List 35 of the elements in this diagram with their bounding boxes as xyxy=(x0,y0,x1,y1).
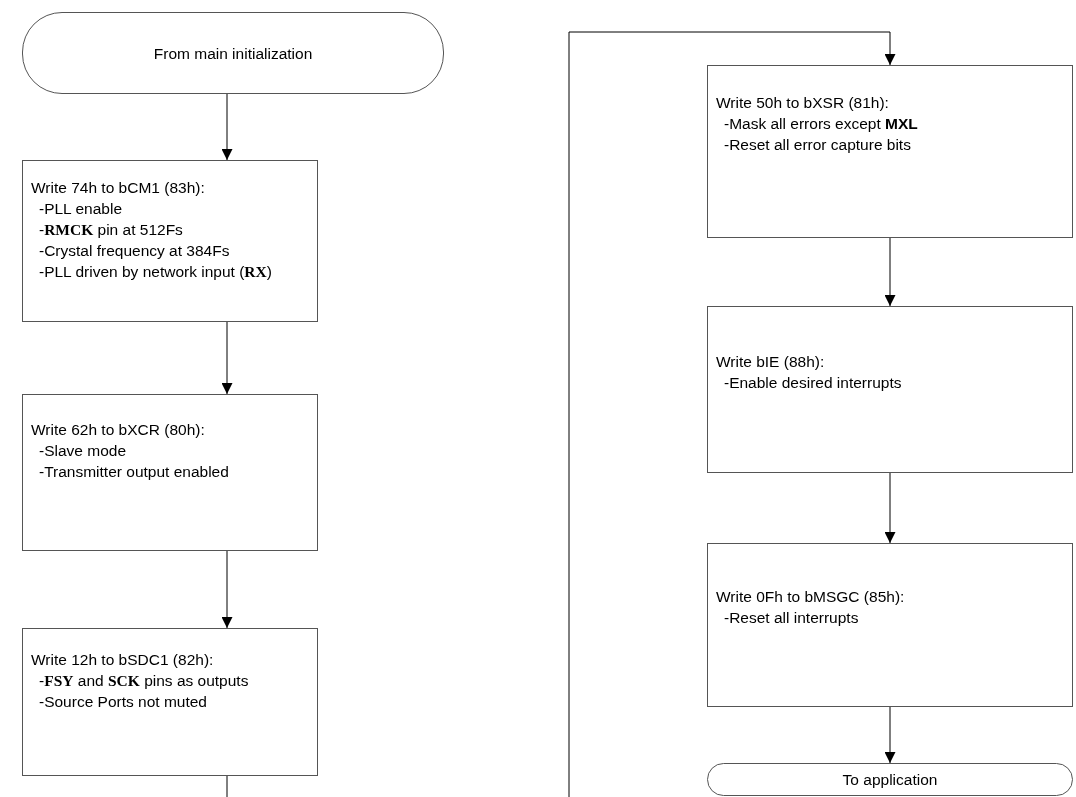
process-box xyxy=(22,394,318,551)
arrow xyxy=(884,472,896,544)
step-item: -Mask all errors except MXL xyxy=(723,114,919,134)
process-box xyxy=(707,65,1073,238)
step-item: -RMCK pin at 512Fs xyxy=(38,220,184,240)
arrow xyxy=(568,31,896,797)
terminator-shape xyxy=(707,763,1073,796)
arrow xyxy=(884,706,896,764)
step-item: -PLL enable xyxy=(38,199,124,219)
step-item: -Crystal frequency at 384Fs xyxy=(38,241,231,261)
step-item: -FSY and SCK pins as outputs xyxy=(38,671,250,691)
process-box xyxy=(707,543,1073,707)
step-heading: Write 12h to bSDC1 (82h): xyxy=(31,650,215,670)
step-item: -Reset all error capture bits xyxy=(723,135,912,155)
step-item: -Enable desired interrupts xyxy=(723,373,903,393)
terminator-label: From main initialization xyxy=(153,43,313,64)
step-heading: Write 62h to bXCR (80h): xyxy=(31,420,206,440)
step-item: -Transmitter output enabled xyxy=(38,462,230,482)
step-heading: Write bIE (88h): xyxy=(716,352,826,372)
step-item: -Reset all interrupts xyxy=(723,608,860,628)
step-item: -Source Ports not muted xyxy=(38,692,208,712)
step-heading: Write 74h to bCM1 (83h): xyxy=(31,178,206,198)
process-box xyxy=(22,628,318,776)
arrow xyxy=(884,237,896,307)
connector-line xyxy=(226,775,228,797)
process-box xyxy=(707,306,1073,473)
terminator-label: To application xyxy=(842,770,938,790)
step-heading: Write 50h to bXSR (81h): xyxy=(716,93,890,113)
process-box xyxy=(22,160,318,322)
arrow xyxy=(221,93,233,161)
arrow xyxy=(221,550,233,629)
step-item: -Slave mode xyxy=(38,441,127,461)
arrow xyxy=(221,321,233,395)
step-heading: Write 0Fh to bMSGC (85h): xyxy=(716,587,906,607)
step-item: -PLL driven by network input (RX) xyxy=(38,262,273,282)
